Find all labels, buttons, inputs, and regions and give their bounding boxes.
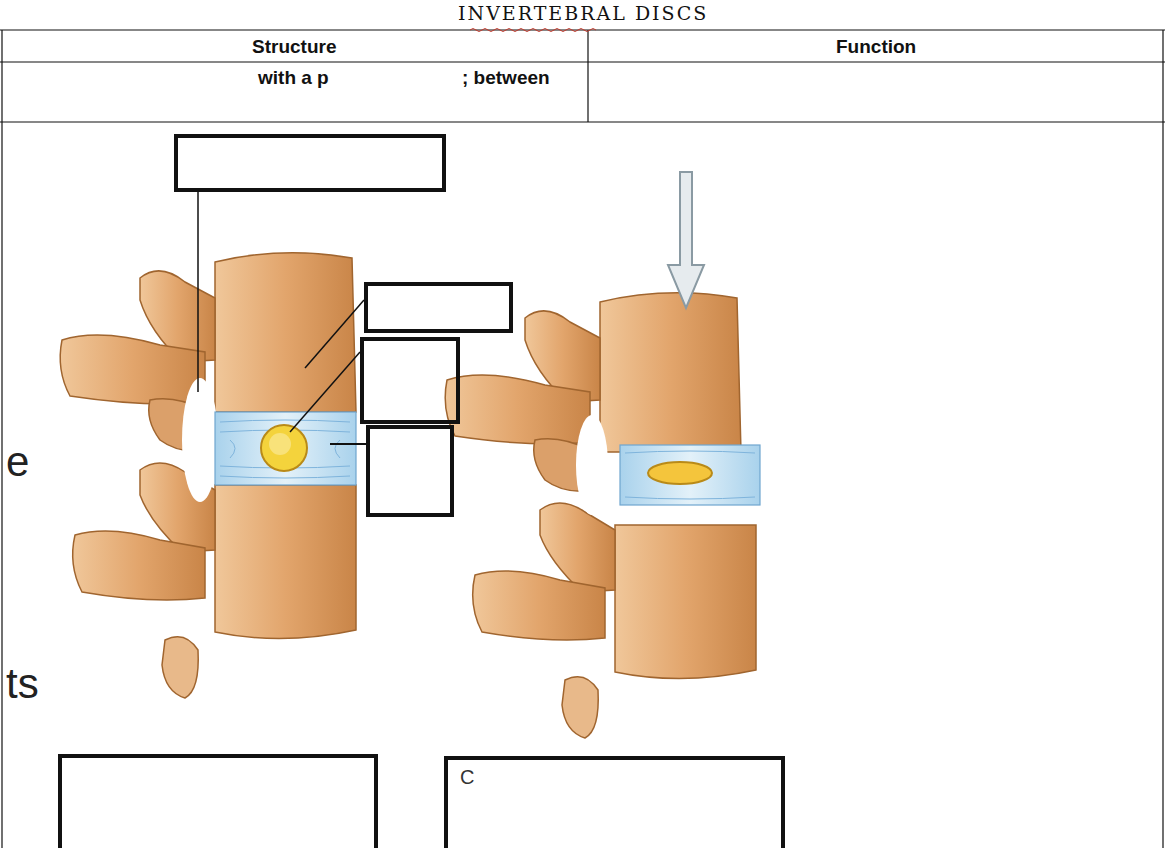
table-cell-text: with a p [258, 67, 329, 89]
table-cell-text: ; between [462, 67, 550, 89]
slide-fragment: e [6, 438, 29, 486]
box-text: C [460, 766, 781, 789]
column-header: Structure [252, 36, 336, 58]
slide-fragment: ts [6, 660, 39, 708]
label-box: C [444, 756, 785, 848]
title: INVERTEBRAL DISCS [458, 2, 708, 24]
column-header: Function [836, 36, 916, 58]
